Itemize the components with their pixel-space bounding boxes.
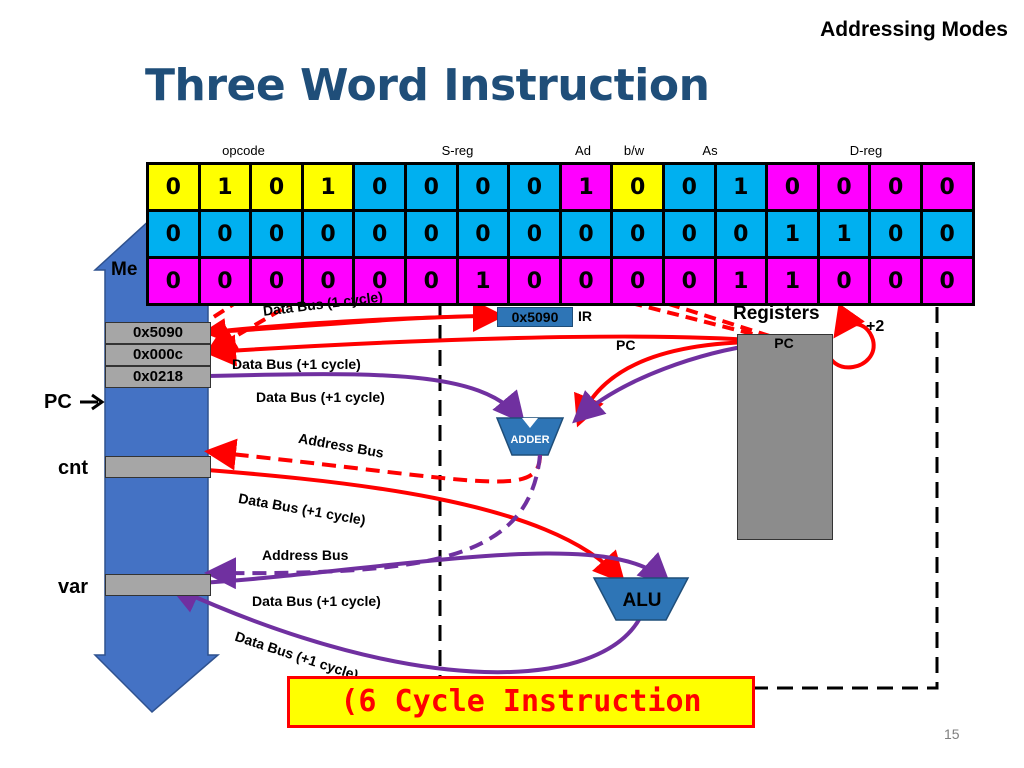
bit-cell: 0 <box>868 256 923 306</box>
bit-cell: 0 <box>352 162 407 212</box>
bus-var-to-alu <box>153 551 671 587</box>
pc-register-label: PC <box>774 335 794 351</box>
adder-shape <box>495 417 565 456</box>
bit-cell: 0 <box>868 209 923 259</box>
memory-label: Me <box>111 259 138 280</box>
cycle-count-callout: (6 Cycle Instruction <box>287 676 755 728</box>
memory-cell-var <box>105 574 211 596</box>
bus-mem-to-ir <box>207 300 505 334</box>
bit-cell: 0 <box>868 162 923 212</box>
memory-cell-instruction: 0x5090 <box>105 322 211 344</box>
bit-cell: 1 <box>765 209 820 259</box>
bus-alu-to-var <box>167 583 642 675</box>
bit-cell: 0 <box>610 209 665 259</box>
bit-cell: 0 <box>300 256 356 306</box>
bit-cell: 0 <box>146 162 201 212</box>
bit-cell: 0 <box>403 256 459 306</box>
bit-cell: 0 <box>403 162 459 212</box>
register-file <box>737 334 833 540</box>
bit-cell: 0 <box>403 209 459 259</box>
bit-cell: 0 <box>610 162 665 212</box>
address-bus-var <box>204 454 542 590</box>
bit-cell: 0 <box>661 209 717 259</box>
bit-cell: 0 <box>249 162 304 212</box>
bit-cell: 0 <box>765 162 820 212</box>
bit-cell: 0 <box>300 209 356 259</box>
bit-cell: 0 <box>816 256 872 306</box>
bit-cell: 1 <box>816 209 872 259</box>
instruction-register: 0x5090 <box>497 307 573 327</box>
bit-cell: 0 <box>610 256 665 306</box>
bit-cell: 0 <box>507 209 562 259</box>
bit-cell: 0 <box>352 209 407 259</box>
alu-shape <box>592 577 690 621</box>
field-label-as: As <box>702 143 718 158</box>
memory-cell-dest-offset: 0x0218 <box>105 366 211 388</box>
pc-pointer-label: PC <box>44 391 72 413</box>
page-number: 15 <box>944 726 960 742</box>
field-label-bw: b/w <box>623 143 645 158</box>
bit-cell: 0 <box>507 256 562 306</box>
bit-cell: 0 <box>352 256 407 306</box>
bit-cell: 1 <box>713 162 769 212</box>
slide-title: Three Word Instruction <box>145 60 710 111</box>
bit-cell: 1 <box>765 256 820 306</box>
bus-label-data-plus1-a: Data Bus (+1 cycle) <box>232 356 361 372</box>
field-label-d-reg: D-reg <box>849 143 883 158</box>
pc-increment-label: +2 <box>866 318 885 335</box>
bit-cell: 1 <box>713 256 769 306</box>
adder-label: ADDER <box>510 434 550 446</box>
field-label-opcode: opcode <box>222 143 265 158</box>
memory-cell-cnt <box>105 456 211 478</box>
bit-cell: 0 <box>816 162 872 212</box>
bit-cell: 0 <box>661 256 717 306</box>
fetch-dash-3 <box>611 296 777 342</box>
section-title: Addressing Modes <box>820 18 1008 41</box>
bit-cell: 0 <box>919 256 975 306</box>
registers-label: Registers <box>733 303 820 324</box>
bit-cell: 0 <box>197 256 253 306</box>
bit-cell: 0 <box>249 256 304 306</box>
bit-cell: 0 <box>558 209 614 259</box>
bit-cell: 0 <box>249 209 304 259</box>
bit-cell: 0 <box>146 209 201 259</box>
bit-cell: 0 <box>919 209 975 259</box>
field-label-ad: Ad <box>575 143 591 158</box>
bit-cell: 0 <box>455 209 511 259</box>
bus-label-data-plus1-b: Data Bus (+1 cycle) <box>256 389 385 405</box>
bit-cell: 0 <box>455 162 511 212</box>
var-label: var <box>58 576 89 598</box>
bit-cell: 1 <box>197 162 253 212</box>
bit-cell: 0 <box>146 256 201 306</box>
fetch-dash-4 <box>649 296 777 340</box>
bus-pc-to-mem <box>204 334 777 367</box>
bit-cell: 0 <box>507 162 562 212</box>
bit-cell: 1 <box>455 256 511 306</box>
bus-ir-return <box>202 314 498 342</box>
bit-cell: 1 <box>300 162 356 212</box>
bus-label-data-plus1-d: Data Bus (+1 cycle) <box>252 593 381 609</box>
bit-cell: 0 <box>558 256 614 306</box>
field-label-s-reg: S-reg <box>441 143 474 158</box>
bit-cell: 0 <box>919 162 975 212</box>
cnt-label: cnt <box>58 457 88 479</box>
memory-cell-source-offset: 0x000c <box>105 344 211 366</box>
ir-label: IR <box>578 308 592 324</box>
bit-cell: 1 <box>558 162 614 212</box>
bus-cnt-to-alu <box>153 464 626 584</box>
bit-cell: 0 <box>661 162 717 212</box>
bus-label-address-2: Address Bus <box>262 547 349 563</box>
pc-increment-loop <box>825 303 876 370</box>
pc-bus-label: PC <box>616 337 636 353</box>
bit-cell: 0 <box>197 209 253 259</box>
alu-label: ALU <box>622 590 662 611</box>
address-bus-cnt <box>204 438 542 484</box>
bit-cell: 0 <box>713 209 769 259</box>
bus-offset-to-adder <box>207 372 526 425</box>
